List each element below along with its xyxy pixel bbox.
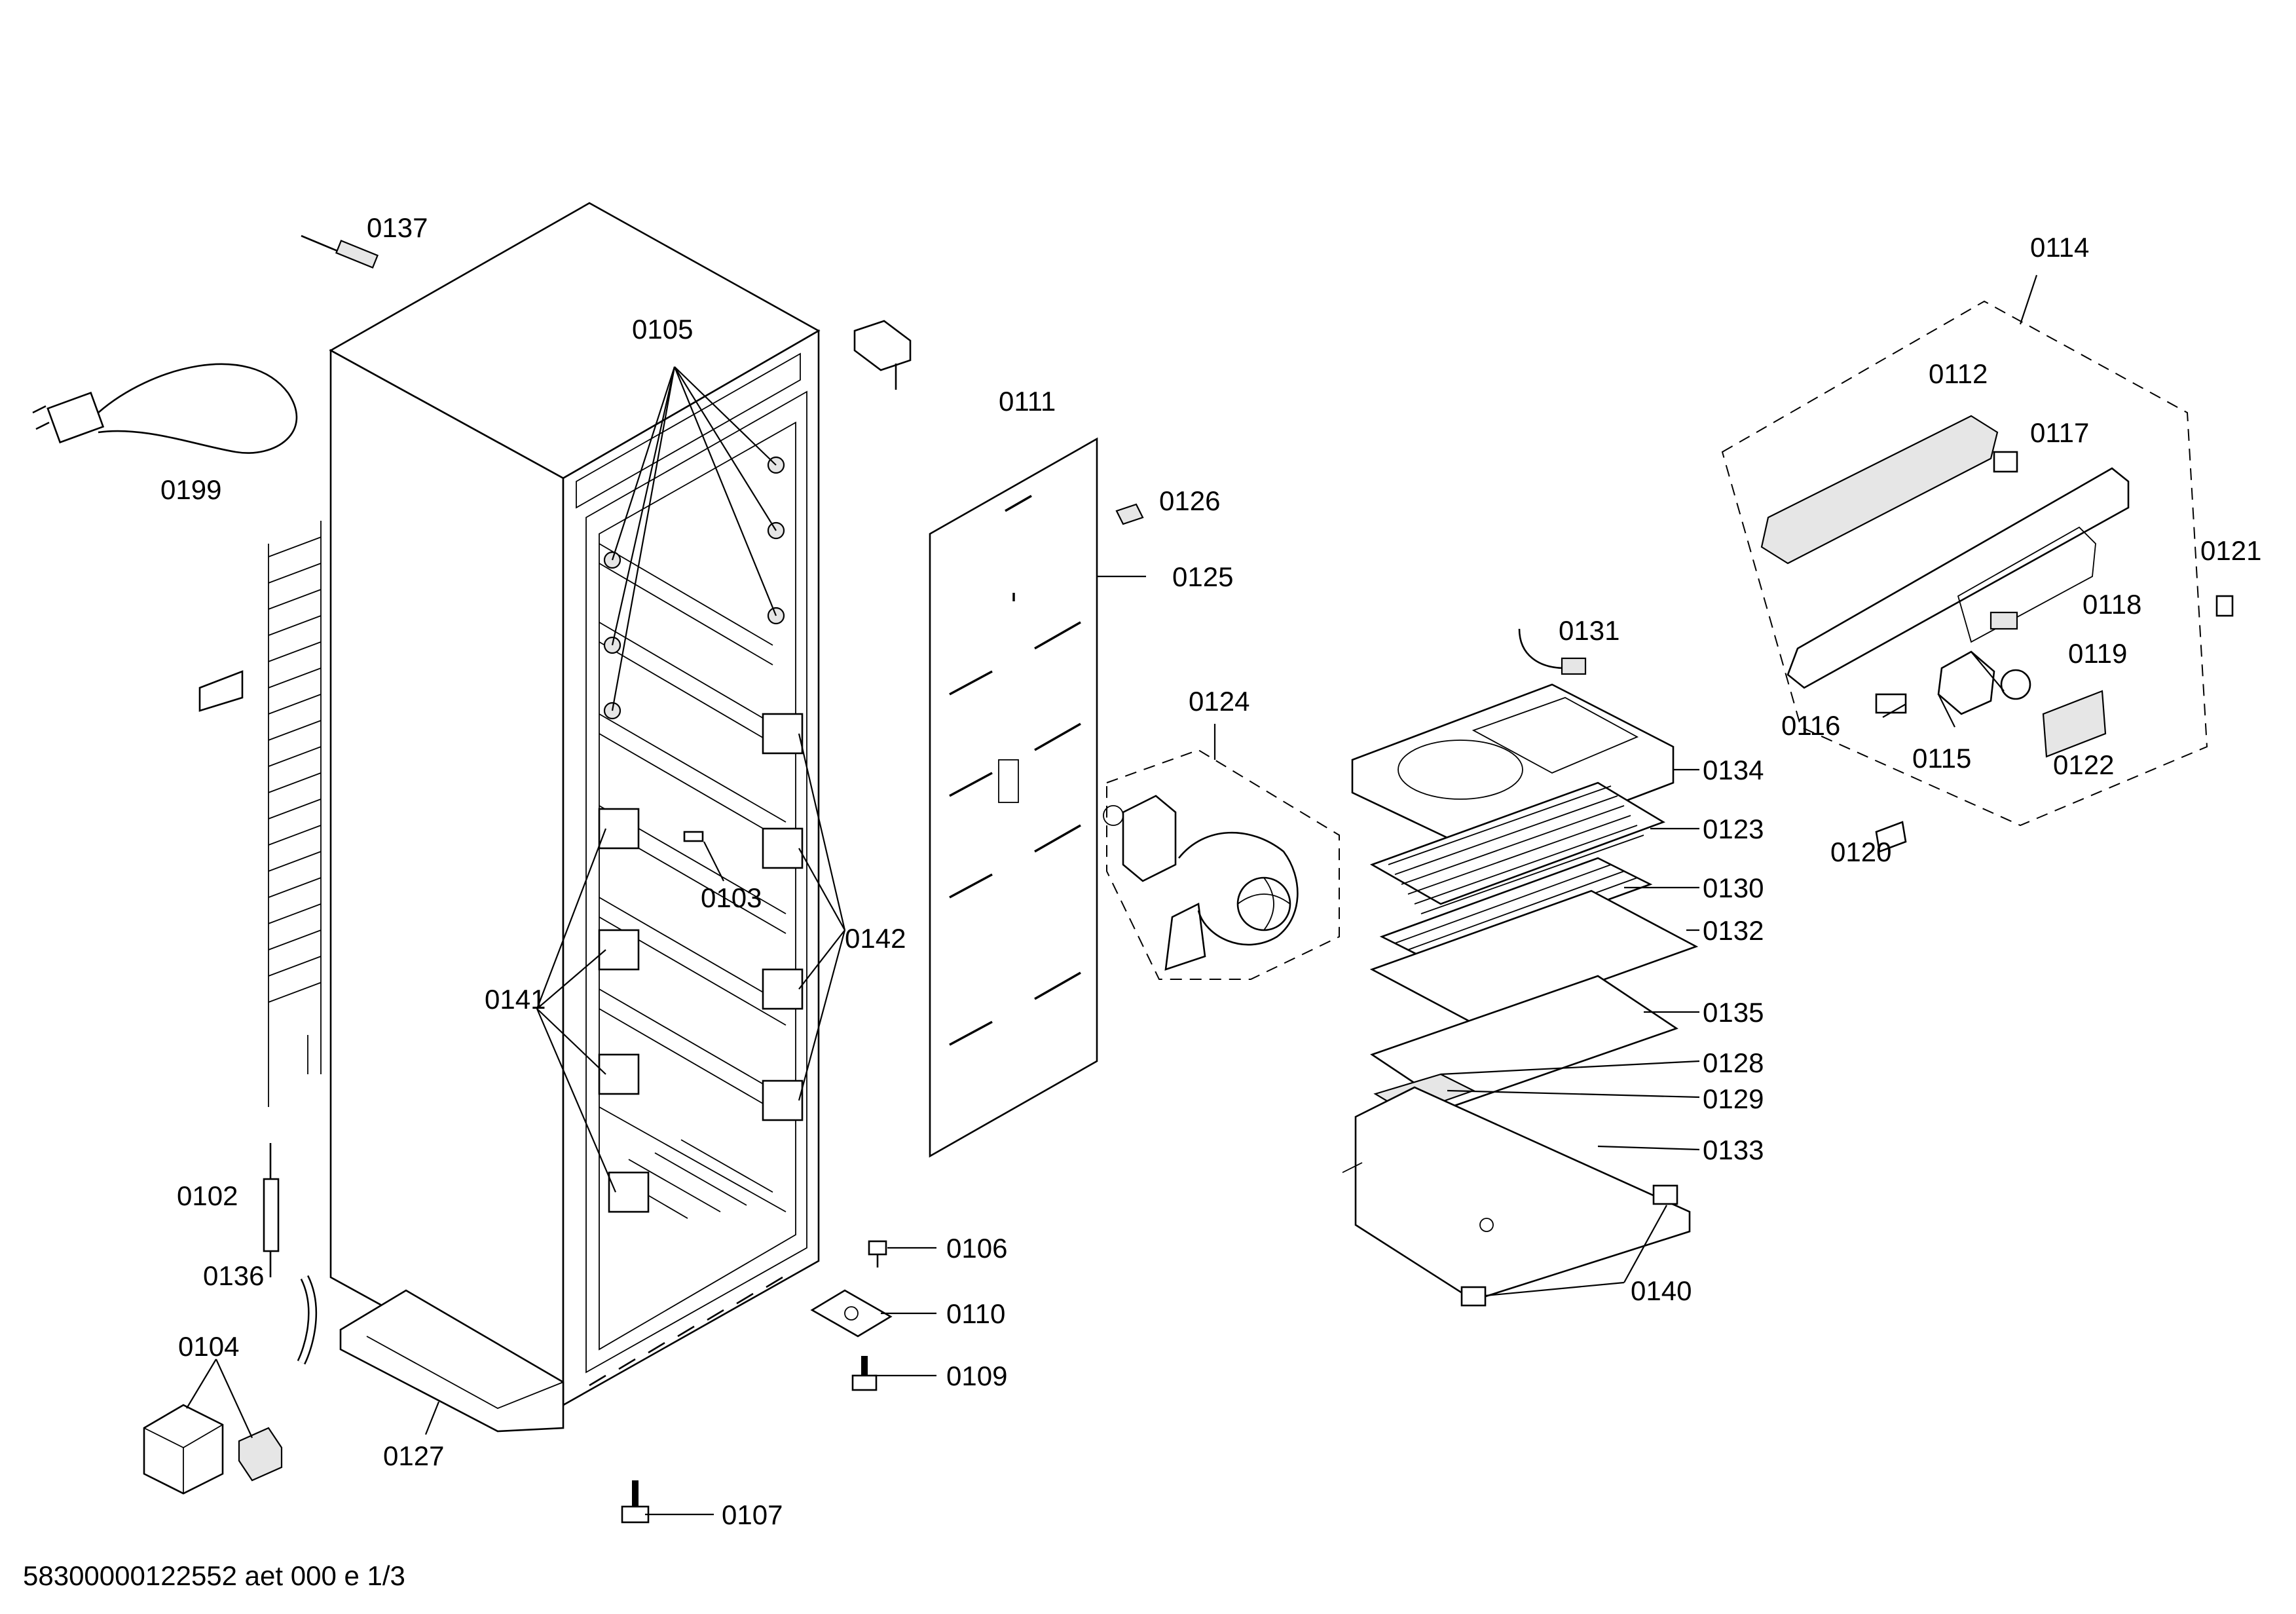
label-0110: 0110 — [946, 1298, 1005, 1329]
clip-0103 — [683, 831, 704, 842]
screws-drawing — [621, 1240, 887, 1524]
label-0129: 0129 — [1703, 1083, 1764, 1114]
fan-motor-drawing — [1103, 795, 1299, 971]
label-0116: 0116 — [1781, 710, 1840, 741]
top-hinge-drawing — [853, 320, 912, 390]
label-0128: 0128 — [1703, 1047, 1764, 1078]
label-0111: 0111 — [999, 386, 1056, 417]
part-labels: 0137 0199 0105 0111 0126 0125 0124 0103 … — [160, 212, 2261, 1530]
power-cord-drawing — [32, 363, 298, 454]
label-0132: 0132 — [1703, 915, 1764, 946]
cabinet-drawing — [329, 202, 821, 1407]
label-0136: 0136 — [203, 1260, 264, 1291]
label-0121: 0121 — [2200, 535, 2261, 566]
leader-lines — [186, 274, 2038, 1516]
label-0109: 0109 — [946, 1361, 1007, 1391]
label-0133: 0133 — [1703, 1135, 1764, 1165]
label-0135: 0135 — [1703, 997, 1764, 1028]
control-group-outline — [1721, 300, 2208, 827]
condenser-bracket — [198, 670, 244, 712]
label-0112: 0112 — [1929, 358, 1988, 389]
label-0105: 0105 — [632, 314, 693, 345]
label-0126: 0126 — [1159, 485, 1220, 516]
drier-0102-drawing — [263, 1143, 280, 1277]
label-0103: 0103 — [701, 882, 762, 913]
label-0102: 0102 — [177, 1180, 238, 1211]
evaporator-stack-drawing — [1342, 628, 1699, 1302]
base-plate-drawing — [339, 1289, 565, 1433]
label-0115: 0115 — [1912, 743, 1971, 774]
label-0118: 0118 — [2083, 589, 2141, 620]
plug-0126-drawing — [1115, 503, 1144, 525]
hinge-0110-drawing — [810, 1289, 893, 1338]
label-0130: 0130 — [1703, 873, 1764, 903]
label-0120: 0120 — [1830, 836, 1891, 867]
control-panel-drawing — [1760, 415, 2234, 853]
label-0127: 0127 — [383, 1440, 444, 1471]
document-footer: 58300000122552 aet 000 e 1/3 — [23, 1560, 405, 1591]
label-0114: 0114 — [2030, 232, 2089, 263]
label-0122: 0122 — [2053, 749, 2114, 780]
label-0141: 0141 — [485, 984, 546, 1015]
label-0104: 0104 — [178, 1331, 239, 1362]
fan-group-outline — [1106, 749, 1340, 980]
label-0140: 0140 — [1631, 1275, 1692, 1306]
label-0106: 0106 — [946, 1233, 1007, 1264]
label-0134: 0134 — [1703, 755, 1764, 785]
sensor-0137-drawing — [301, 235, 379, 269]
label-0199: 0199 — [160, 474, 221, 505]
rear-panel-drawing — [929, 437, 1098, 1158]
label-0142: 0142 — [845, 923, 906, 954]
label-0131: 0131 — [1559, 615, 1620, 646]
label-0137: 0137 — [367, 212, 428, 243]
label-0107: 0107 — [722, 1499, 783, 1530]
label-0119: 0119 — [2068, 638, 2127, 669]
screws-0140-drawing — [1460, 1184, 1678, 1307]
relay-box-0104-drawing — [143, 1404, 283, 1495]
label-0124: 0124 — [1189, 686, 1250, 717]
label-0125: 0125 — [1172, 561, 1233, 592]
right-shelf-brackets — [762, 713, 804, 1121]
condenser-drawing — [268, 521, 322, 1107]
label-0117: 0117 — [2030, 417, 2089, 448]
label-0123: 0123 — [1703, 814, 1764, 844]
